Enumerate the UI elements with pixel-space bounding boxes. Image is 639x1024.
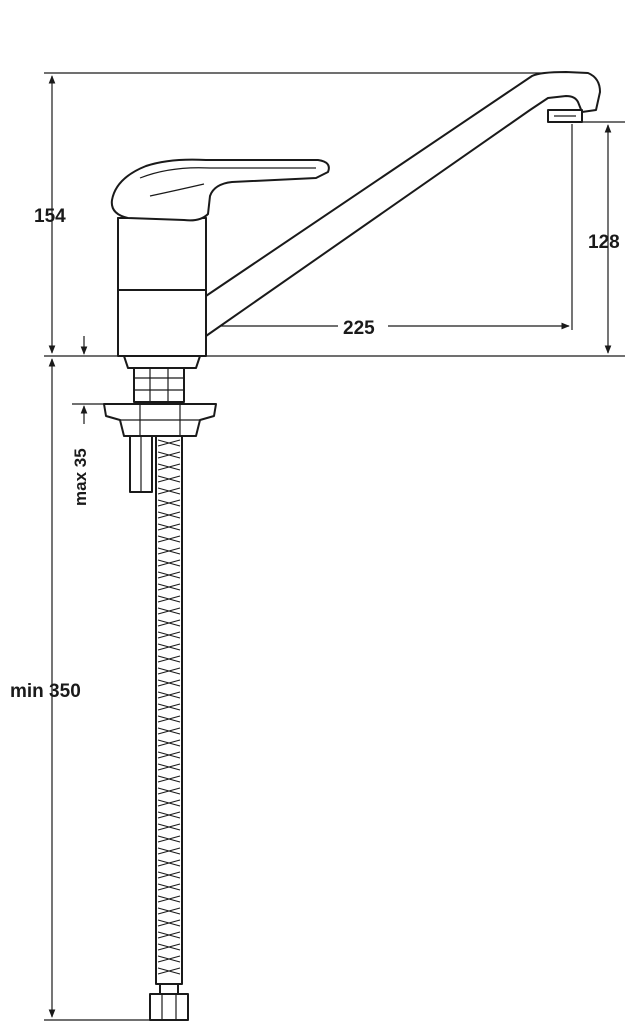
braided-hose (149, 435, 189, 1021)
spout-reach-label: 225 (343, 318, 375, 339)
base-ring (123, 355, 201, 369)
threaded-stud (133, 367, 185, 403)
max-thickness-label: max 35 (71, 448, 90, 506)
hose-length-label: min 350 (10, 681, 81, 702)
lever-handle (110, 158, 330, 222)
cartridge-cap (117, 217, 207, 291)
hose-nut (149, 993, 189, 1021)
spout (199, 71, 601, 337)
faucet (110, 71, 601, 369)
outlet-height-label: 128 (588, 232, 620, 253)
mounting-hardware (103, 367, 217, 493)
total-height-label: 154 (34, 206, 66, 227)
hose-crimp (159, 983, 179, 995)
